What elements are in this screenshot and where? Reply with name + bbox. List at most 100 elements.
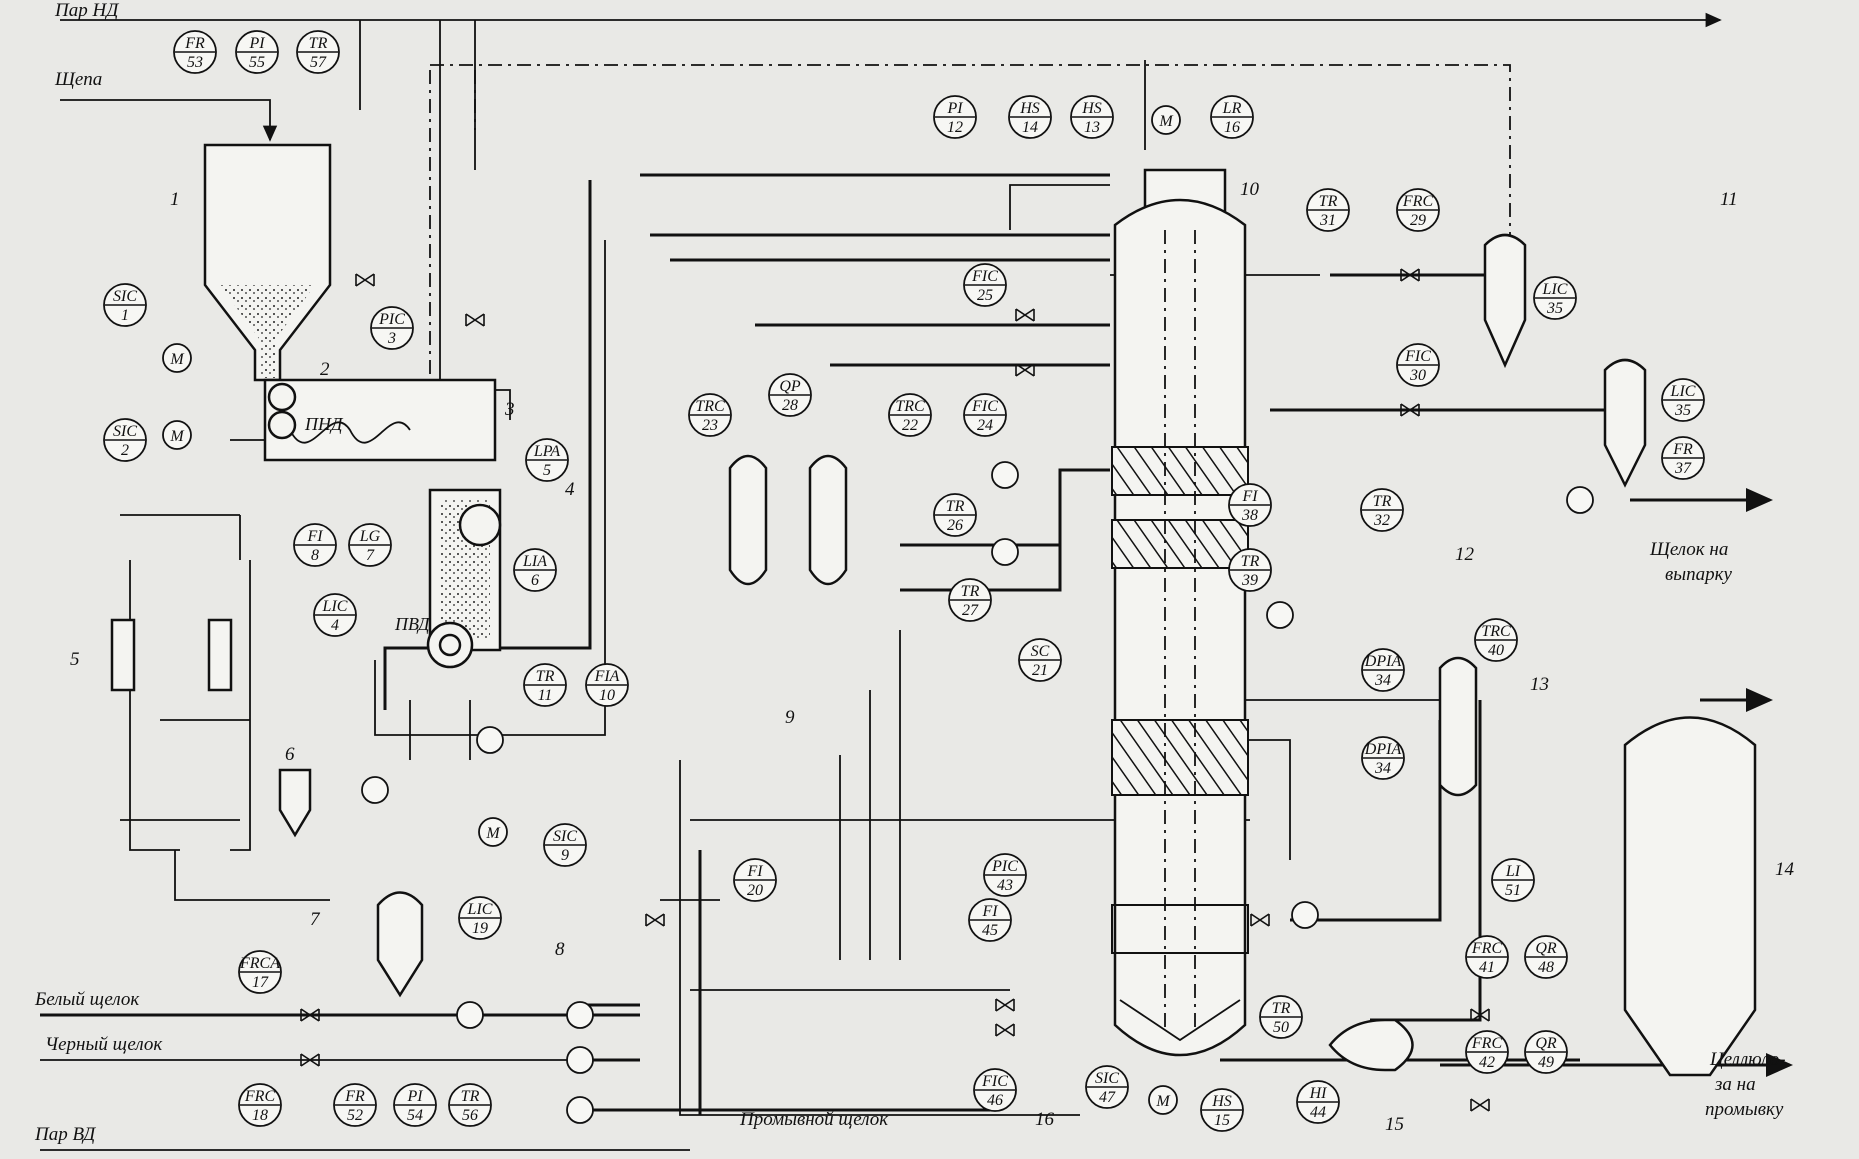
equip-num-14: 14 — [1775, 859, 1795, 880]
instrument-code: FI — [746, 863, 763, 880]
instrument-bubble: LIC 35 — [1533, 276, 1577, 320]
instrument-code: TRC — [695, 398, 725, 415]
instrument-code: LIC — [1542, 281, 1568, 298]
equipment — [110, 143, 1757, 1077]
instrument-code: TR — [961, 583, 980, 600]
blow-tank-14 — [1623, 716, 1757, 1077]
instrument-number: 11 — [538, 687, 553, 704]
instrument-code: SIC — [553, 828, 577, 845]
instrument-number: 17 — [252, 974, 269, 991]
instrument-number: 3 — [387, 330, 396, 347]
stream-liquor-evap-2: выпарку — [1665, 564, 1733, 585]
equip-num-9: 9 — [785, 707, 795, 728]
stream-pulp-wash-1: Целлюло- — [1709, 1049, 1786, 1070]
instrument-bubble: FI 20 — [733, 858, 777, 902]
instrument-number: 55 — [249, 54, 265, 71]
cooler-13 — [1438, 656, 1478, 797]
svg-text:M: M — [169, 428, 185, 445]
instrument-code: LI — [1505, 863, 1521, 880]
instrument-number: 41 — [1479, 959, 1495, 976]
instrument-code: TR — [536, 668, 555, 685]
instrument-code: TR — [1319, 193, 1338, 210]
svg-text:M: M — [1155, 1093, 1171, 1110]
instrument-code: HS — [1081, 100, 1102, 117]
equip-num-11: 11 — [1720, 189, 1738, 210]
instrument-code: FI — [1241, 488, 1258, 505]
instrument-number: 24 — [977, 417, 993, 434]
instrument-number: 29 — [1410, 212, 1426, 229]
discharger-15 — [1328, 1018, 1414, 1072]
stream-liquor-evap-1: Щелок на — [1649, 539, 1728, 560]
instrument-code: PIC — [378, 311, 405, 328]
instrument-code: FR — [344, 1088, 365, 1105]
instrument-number: 50 — [1273, 1019, 1289, 1036]
stream-steam-low: Пар НД — [54, 0, 119, 21]
motor-sic9: M — [478, 817, 508, 847]
instrument-code: TR — [946, 498, 965, 515]
stream-steam-high: Пар ВД — [34, 1124, 96, 1145]
equip-num-1: 1 — [170, 189, 180, 210]
instrument-code: TRC — [1481, 623, 1511, 640]
instrument-number: 16 — [1224, 119, 1240, 136]
pumps — [361, 461, 1594, 1124]
strainer-left — [110, 618, 136, 692]
instrument-bubble: TR 11 — [523, 663, 567, 707]
strainer-right — [207, 618, 233, 692]
instrument-number: 10 — [599, 687, 615, 704]
instrument-number: 35 — [1546, 300, 1563, 317]
instrument-number: 20 — [747, 882, 763, 899]
stream-wash-liquor: Промывной щелок — [739, 1109, 889, 1130]
instrument-code: FIA — [594, 668, 620, 685]
heater-right — [808, 454, 848, 586]
instrument-bubble: FRC 42 — [1465, 1030, 1509, 1074]
instrument-number: 26 — [947, 517, 963, 534]
instrument-code: FIC — [981, 1073, 1008, 1090]
separator-6 — [278, 768, 312, 838]
motor-sic2: M — [162, 420, 192, 450]
steaming-vessel — [263, 378, 497, 462]
instrument-code: DPIA — [1364, 653, 1402, 670]
instrument-code: FRC — [1402, 193, 1434, 210]
instrument-number: 7 — [366, 547, 375, 564]
instrument-code: FIC — [971, 268, 998, 285]
instrument-code: FRC — [244, 1088, 276, 1105]
equip-num-3: 3 — [504, 399, 515, 420]
stream-pulp-wash-2: за на — [1714, 1074, 1756, 1095]
instrument-number: 42 — [1479, 1054, 1495, 1071]
instrument-number: 35 — [1674, 402, 1691, 419]
motor-top: M — [1151, 105, 1181, 135]
instrument-number: 2 — [121, 442, 129, 459]
instrument-number: 6 — [531, 572, 539, 589]
instrument-number: 14 — [1022, 119, 1038, 136]
heater-left — [728, 454, 768, 586]
instrument-number: 8 — [311, 547, 319, 564]
instrument-number: 37 — [1674, 460, 1692, 477]
instrument-number: 44 — [1310, 1104, 1326, 1121]
instrument-number: 9 — [561, 847, 569, 864]
instrument-code: LG — [359, 528, 381, 545]
motors: M M M M M — [162, 105, 1181, 1115]
instrument-bubble: FI 8 — [293, 523, 337, 567]
instrument-code: FI — [306, 528, 323, 545]
instrument-code: FRC — [1471, 1035, 1503, 1052]
equip-num-5: 5 — [70, 649, 80, 670]
instrument-code: TR — [1373, 493, 1392, 510]
digester-column — [1111, 168, 1249, 1057]
